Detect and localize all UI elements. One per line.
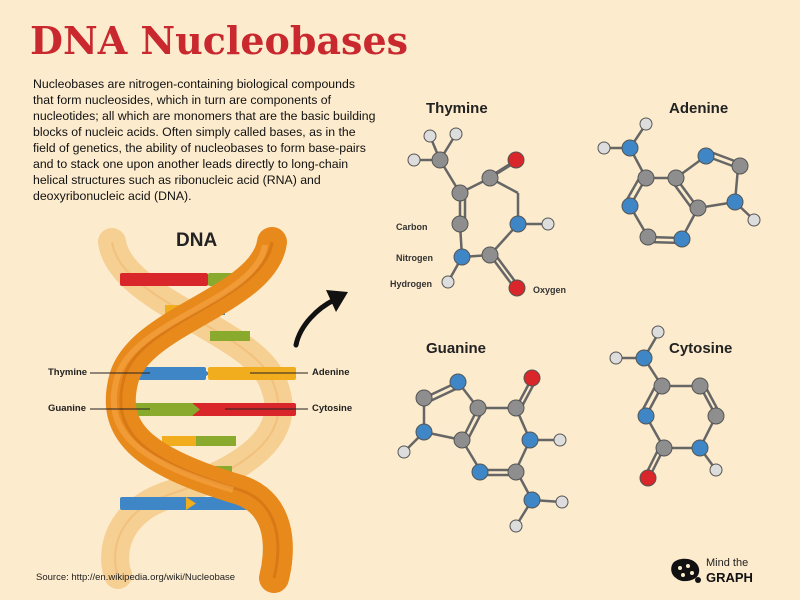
atom-label-hydrogen: Hydrogen	[390, 279, 433, 289]
base-pair-6	[162, 436, 236, 446]
dna-label-thymine: Thymine	[48, 367, 88, 378]
cytosine-molecule	[609, 325, 725, 487]
atom-label-oxygen: Oxygen	[533, 285, 567, 295]
source-citation: Source: http://en.wikipedia.org/wiki/Nuc…	[36, 572, 236, 583]
adenine-molecule	[597, 117, 761, 248]
base-pair-3	[210, 331, 250, 341]
logo-text-line1: Mind the	[706, 557, 749, 569]
page-title: DNA Nucleobases	[30, 18, 409, 63]
atom-label-carbon: Carbon	[396, 222, 428, 232]
thymine-molecule	[407, 127, 555, 297]
curved-arrow-icon	[293, 290, 348, 348]
molecule-title-thymine: Thymine	[426, 100, 488, 117]
guanine-molecule	[397, 369, 569, 533]
atom-label-nitrogen: Nitrogen	[396, 253, 433, 263]
dna-title: DNA	[176, 230, 218, 251]
molecule-title-cytosine: Cytosine	[669, 340, 733, 357]
dna-label-adenine: Adenine	[312, 367, 350, 378]
intro-paragraph: Nucleobases are nitrogen-containing biol…	[33, 77, 376, 203]
molecule-title-adenine: Adenine	[669, 100, 729, 117]
molecule-title-guanine: Guanine	[426, 340, 487, 357]
dna-label-guanine: Guanine	[48, 403, 87, 414]
logo-text-line2: GRAPH	[706, 570, 753, 585]
mind-the-graph-logo-icon	[671, 558, 701, 583]
dna-label-cytosine: Cytosine	[312, 403, 353, 414]
dna-helix	[90, 227, 308, 593]
